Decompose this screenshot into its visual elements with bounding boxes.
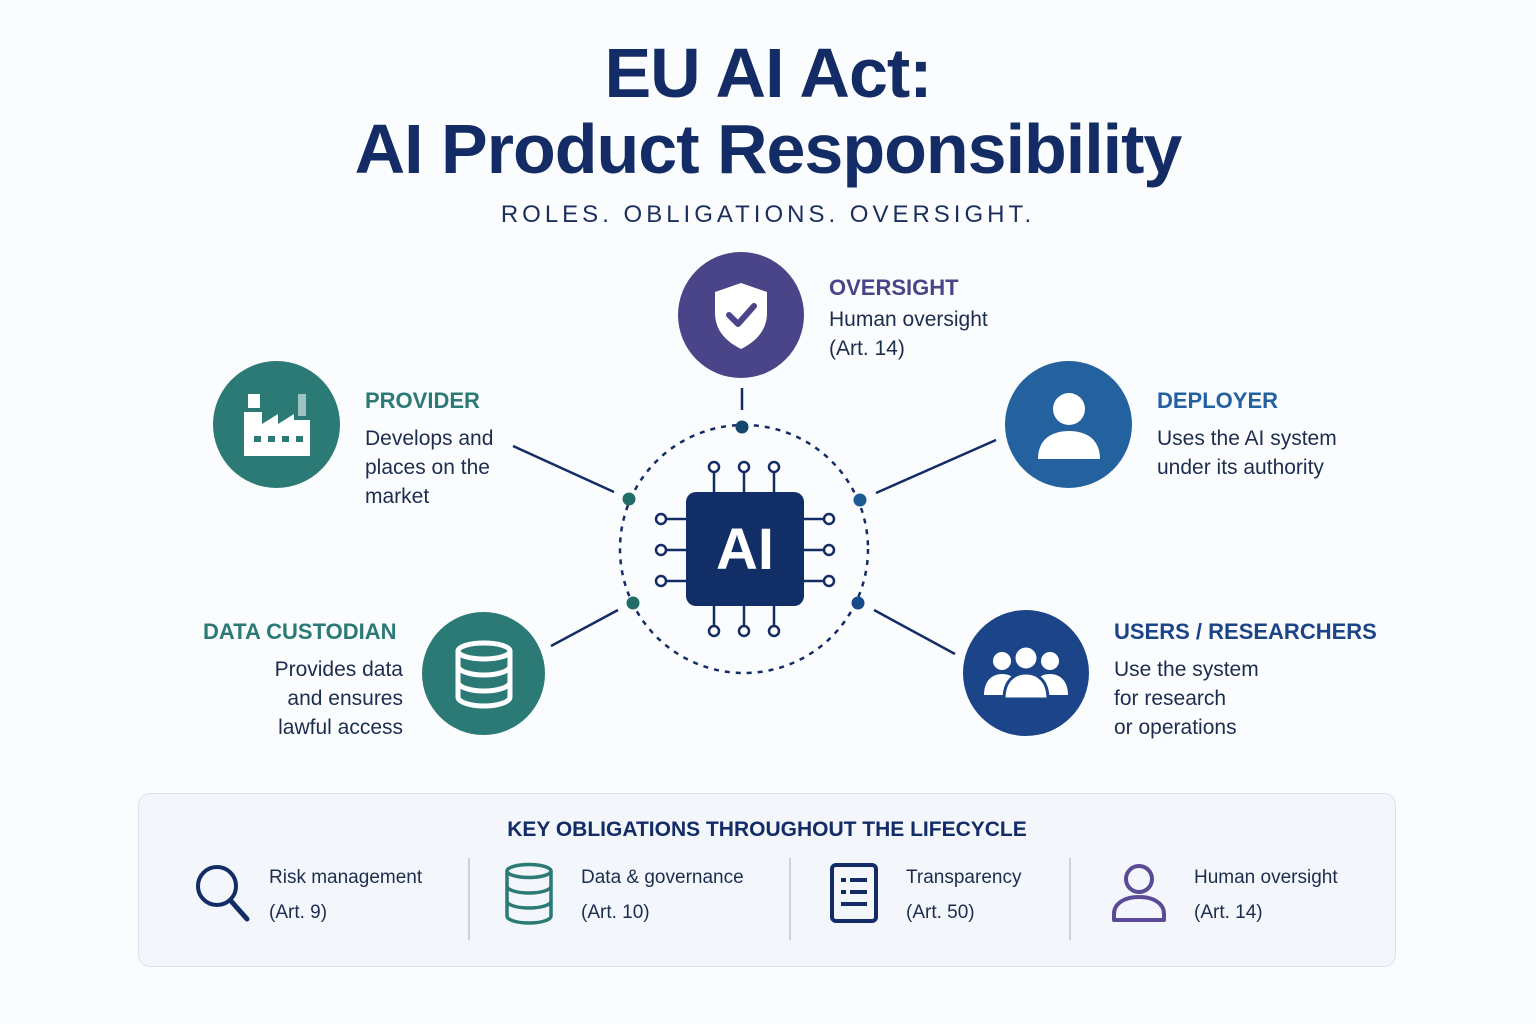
obligation-article: (Art. 14) (1194, 902, 1263, 923)
connector-users (873, 608, 956, 656)
ai-chip-label: AI (716, 516, 774, 582)
oversight-desc-line: Human oversight (829, 308, 988, 331)
connector-dot-users (851, 596, 865, 610)
provider-desc-line: market (365, 485, 430, 508)
person-outline-icon (1112, 864, 1166, 922)
deployer-description: Uses the AI system under its authority (1157, 424, 1337, 482)
deployer-desc-line: Uses the AI system (1157, 427, 1337, 450)
oversight-description: Human oversight (Art. 14) (829, 305, 988, 363)
shield-check-icon (715, 283, 767, 349)
data-custodian-desc-line: Provides data (274, 658, 403, 681)
deployer-desc-line: under its authority (1157, 456, 1324, 479)
connector-provider (512, 444, 615, 494)
connector-dot-deployer (853, 493, 867, 507)
deployer-badge (1005, 361, 1132, 488)
factory-icon (243, 393, 310, 456)
provider-badge (213, 361, 340, 488)
page-subtitle: ROLES. OBLIGATIONS. OVERSIGHT. (500, 201, 1036, 228)
connector-dot-oversight (735, 420, 749, 434)
obligation-human-oversight: Human oversight (Art. 14) (1110, 858, 1370, 938)
database-icon (505, 862, 553, 925)
users-desc-line: Use the system (1114, 658, 1259, 681)
document-icon (830, 863, 878, 923)
page-title-line-2: AI Product Responsibility (354, 110, 1183, 188)
obligations-title: KEY OBLIGATIONS THROUGHOUT THE LIFECYCLE (507, 818, 1027, 841)
data-custodian-desc-line: lawful access (278, 716, 403, 739)
connector-data-custodian (550, 608, 619, 648)
obligation-transparency: Transparency (Art. 50) (829, 858, 1059, 938)
obligation-risk-management: Risk management (Art. 9) (193, 858, 453, 938)
data-custodian-title: DATA CUSTODIAN (203, 619, 397, 644)
obligation-article: (Art. 9) (269, 902, 328, 923)
connector-dot-provider (622, 492, 636, 506)
obligation-name: Human oversight (1194, 867, 1338, 888)
data-custodian-description: Provides data and ensures lawful access (200, 655, 403, 742)
oversight-badge (678, 252, 804, 378)
connector-deployer (875, 438, 997, 495)
obligation-article: (Art. 50) (906, 902, 975, 923)
provider-desc-line: places on the (365, 456, 490, 479)
obligation-name: Data & governance (581, 867, 744, 888)
obligation-name: Risk management (269, 867, 423, 888)
deployer-title: DEPLOYER (1157, 388, 1279, 413)
page-title-line-1: EU AI Act: (604, 34, 932, 112)
user-icon (1037, 392, 1100, 459)
oversight-title: OVERSIGHT (829, 275, 959, 300)
obligation-divider (468, 858, 470, 940)
users-badge (963, 610, 1089, 736)
obligations-panel: KEY OBLIGATIONS THROUGHOUT THE LIFECYCLE… (138, 793, 1396, 967)
users-desc-line: for research (1114, 687, 1227, 710)
obligation-divider (789, 858, 791, 940)
provider-title: PROVIDER (365, 388, 480, 413)
group-icon (984, 645, 1068, 701)
obligation-article: (Art. 10) (581, 902, 650, 923)
obligation-divider (1069, 858, 1071, 940)
users-desc-line: or operations (1114, 716, 1237, 739)
provider-description: Develops and places on the market (365, 424, 493, 511)
magnifier-icon (196, 865, 250, 922)
obligation-name: Transparency (906, 867, 1022, 888)
oversight-desc-line: (Art. 14) (829, 337, 905, 360)
obligation-data-governance: Data & governance (Art. 10) (503, 858, 773, 938)
users-description: Use the system for research or operation… (1114, 655, 1259, 742)
connector-dot-data-custodian (626, 596, 640, 610)
ai-chip: AI (686, 492, 804, 606)
data-custodian-badge (422, 612, 545, 735)
database-icon (455, 640, 512, 709)
data-custodian-desc-line: and ensures (287, 687, 403, 710)
users-title: USERS / RESEARCHERS (1114, 619, 1377, 644)
provider-desc-line: Develops and (365, 427, 494, 450)
chip-pins (654, 460, 836, 638)
